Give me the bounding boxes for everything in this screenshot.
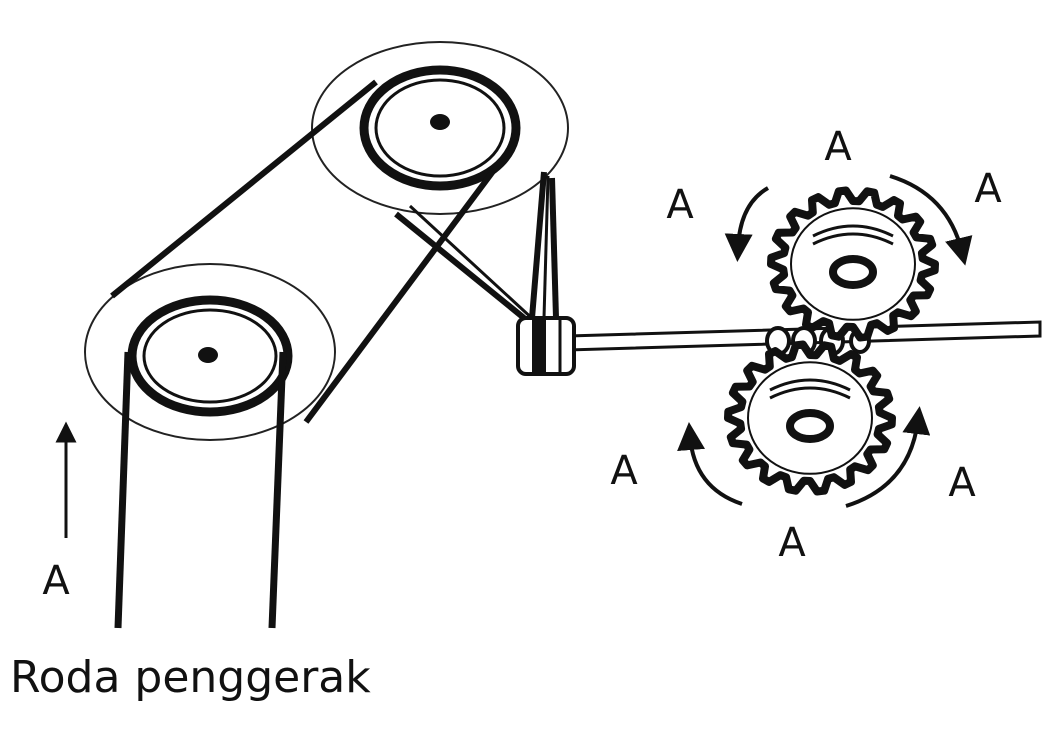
gear-hub — [829, 255, 877, 289]
label-a-upper-right: A — [974, 166, 1002, 212]
label-a-top: A — [824, 124, 852, 170]
label-a-lower-right: A — [948, 460, 976, 506]
belt-between-pulleys — [110, 79, 497, 424]
gear-shading-arc — [812, 224, 894, 238]
gear-shading-arc — [769, 378, 851, 392]
belt-to-shaft — [394, 171, 559, 324]
gear-teeth — [767, 186, 939, 342]
driving-pulley — [84, 263, 336, 441]
label-a-bottom: A — [778, 520, 806, 566]
drive-belt-down — [114, 351, 287, 629]
caption: Roda penggerak — [10, 652, 371, 703]
gear-body — [747, 361, 873, 475]
gear-shading-arc — [812, 232, 894, 246]
label-a-left: A — [42, 558, 70, 604]
rotation-arrows-lower — [677, 406, 931, 508]
label-a-upper-left: A — [666, 182, 694, 228]
gear-body — [790, 207, 916, 321]
lower-gear — [724, 340, 896, 496]
gear-teeth — [724, 340, 896, 496]
rotation-arrows-upper — [724, 174, 973, 266]
gear-hub — [786, 409, 834, 443]
gear-shading-arc — [769, 386, 851, 400]
upper-gear — [767, 186, 939, 342]
label-a-lower-left: A — [610, 448, 638, 494]
upper-pulley — [311, 41, 569, 215]
